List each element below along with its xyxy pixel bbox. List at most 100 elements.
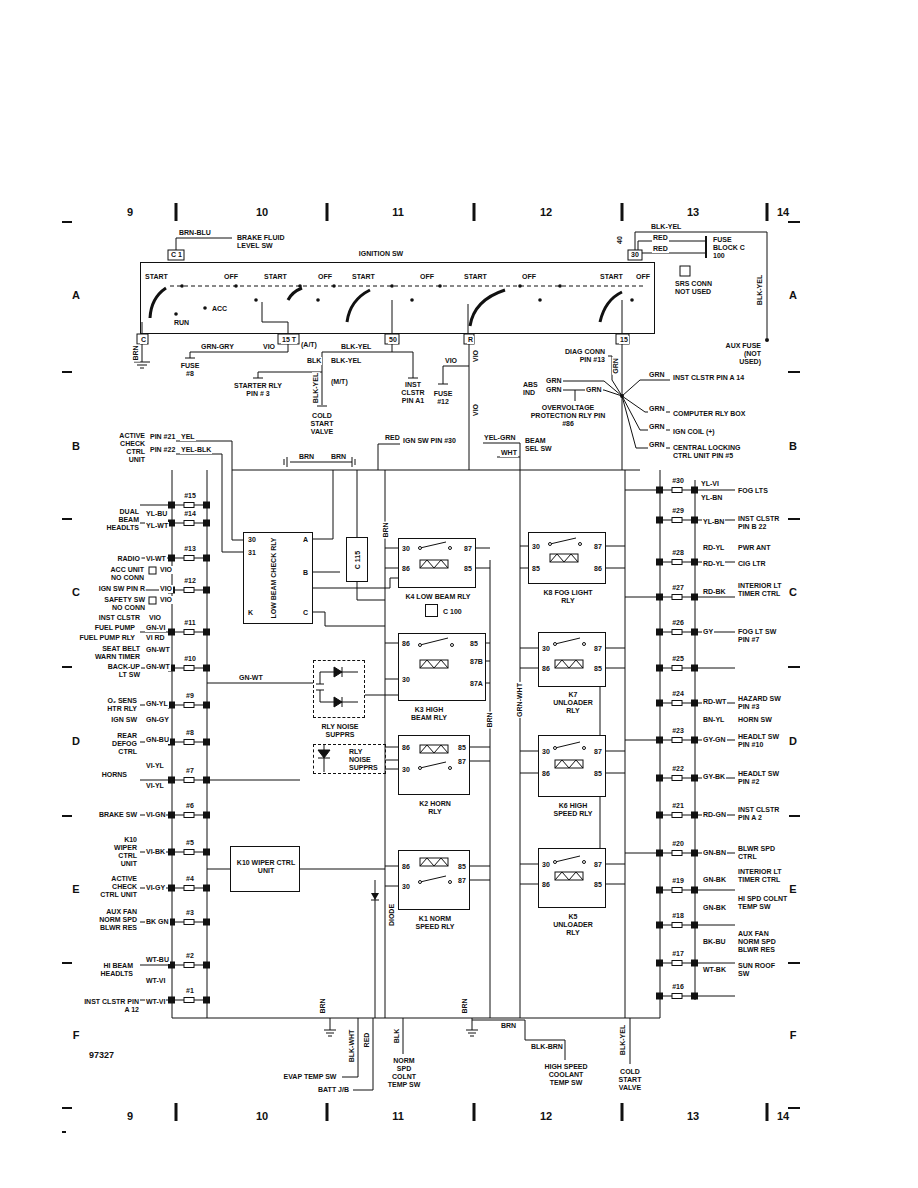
circuit-label: VIO [472, 349, 480, 363]
circuit-label: BRAKE SW [98, 811, 138, 819]
grid-reference: C [71, 586, 81, 599]
fuse-symbols [168, 487, 698, 1004]
circuit-label: RD-BK [702, 588, 727, 596]
circuit-label: VIO [472, 403, 480, 417]
circuit-label: ACC UNIT NO CONN [103, 566, 145, 582]
circuit-label: PIN #22 [149, 446, 176, 454]
circuit-label: RD-YL [702, 544, 725, 552]
circuit-label: (A/T) [300, 341, 318, 349]
pin-number: 85 [457, 744, 467, 752]
fuse-number: #2 [185, 952, 195, 960]
fuse-number: #5 [185, 839, 195, 847]
fuse-number: #23 [671, 727, 685, 735]
circuit-label: HIGH SPEED COOLANT TEMP SW [543, 1063, 590, 1087]
fuse-number: #4 [185, 875, 195, 883]
grid-ticks [176, 203, 767, 1121]
circuit-label: IGN SW [110, 716, 138, 724]
circuit-label: YL-BN [700, 494, 723, 502]
circuit-label: BRN [461, 997, 469, 1014]
grid-reference: B [71, 440, 81, 453]
circuit-label: GN-WT [238, 674, 264, 682]
circuit-label: GN-BU [145, 736, 170, 744]
circuit-label: INST CLSTR PIN A 14 [672, 374, 745, 382]
component-name: RLY NOISE SUPPRS [317, 723, 364, 739]
pin-number: 86 [541, 770, 551, 778]
pin-number: 30 [531, 543, 541, 551]
circuit-label: BLK-YEL [756, 274, 764, 306]
relay-box: K4 LOW BEAM RLY30868785 [398, 538, 476, 588]
no-conn-boxes [149, 567, 156, 604]
circuit-label: DIODE [388, 903, 396, 927]
circuit-label: FOG LT SW PIN #7 [737, 628, 789, 644]
circuit-label: VIO [262, 343, 276, 351]
circuit-label: R [467, 336, 474, 344]
circuit-label: COMPUTER RLY BOX [672, 410, 746, 418]
circuit-label: 15 T [281, 336, 297, 344]
circuit-label: BACK-UP LT SW [104, 663, 141, 679]
fuse-number: #24 [671, 690, 685, 698]
pin-number: 85 [457, 863, 467, 871]
switch-position: ACC [211, 305, 228, 313]
pin-number: 30 [401, 676, 411, 684]
circuit-label: GRN [648, 441, 666, 449]
fuse-number: #16 [671, 983, 685, 991]
circuit-label: BLWR SPD CTRL [737, 845, 784, 861]
pin-number: A [302, 536, 309, 544]
pin-number: 87 [593, 861, 603, 869]
circuit-label: FUSE #12 [430, 390, 457, 406]
switch-position: RUN [173, 319, 190, 327]
pin-number: 85 [593, 881, 603, 889]
circuit-label: BK GN [145, 918, 170, 926]
circuit-label: FUEL PUMP [94, 624, 136, 632]
grid-reference: 14 [776, 206, 790, 219]
component-name: K7 UNLOADER RLY [550, 691, 597, 715]
circuit-label: BLK-YEL [650, 223, 682, 231]
wire-connector [386, 760, 398, 761]
pin-number: 86 [541, 665, 551, 673]
circuit-label: ACTIVE CHECK CTRL UNIT [96, 875, 138, 899]
component-name: LOW BEAM CHECK RLY [270, 536, 278, 619]
circuit-label: RED [652, 245, 669, 253]
grid-reference: D [788, 735, 798, 748]
circuit-label: INTERIOR LT TIMER CTRL [737, 868, 784, 884]
circuit-label: BRN [132, 344, 140, 361]
diode-symbol [371, 893, 379, 900]
fuse-number: #27 [671, 584, 685, 592]
circuit-label: GN-BN [702, 849, 727, 857]
circuit-label: VI-GN [145, 811, 166, 819]
control-unit-box: K10 WIPER CTRL UNIT [230, 846, 300, 892]
grid-reference: 13 [686, 1110, 700, 1123]
relay-box: K7 UNLOADER RLY30868785 [538, 632, 606, 687]
component-name: K1 NORM SPEED RLY [412, 915, 459, 931]
fuse-number: #9 [185, 692, 195, 700]
circuit-label: GY-BK [702, 773, 726, 781]
pin-number: 85 [593, 665, 603, 673]
circuit-label: YEL-GRN [483, 434, 517, 442]
pin-number: 87 [593, 748, 603, 756]
pin-number: B [302, 569, 309, 577]
fuse-number: #29 [671, 507, 685, 515]
grid-reference: F [789, 1029, 798, 1042]
circuit-label: 50 [388, 336, 398, 344]
circuit-label: C [140, 336, 147, 344]
circuit-label: CENTRAL LOCKING CTRL UNIT PIN #5 [672, 444, 754, 460]
circuit-label: INST CLSTR PIN A 2 [737, 806, 789, 822]
pin-number: 87B [469, 658, 484, 666]
circuit-label: YL-BN [702, 518, 725, 526]
pin-number: 86 [401, 863, 411, 871]
circuit-label: 30 [630, 251, 640, 259]
circuit-label: BLK [393, 1028, 401, 1044]
circuit-label: STARTER RLY PIN # 3 [227, 382, 289, 398]
circuit-label: BEAM SEL SW [524, 437, 561, 453]
grid-reference: B [788, 440, 798, 453]
pin-number: 87 [463, 545, 473, 553]
circuit-label: GRN-GRY [200, 343, 235, 351]
pin-number: 87A [469, 680, 484, 688]
fuse-number: #30 [671, 477, 685, 485]
pin-number: 30 [247, 536, 257, 544]
circuit-label: INTERIOR LT TIMER CTRL [737, 582, 784, 598]
suppressor-box: RLY NOISE SUPPRS [313, 744, 386, 774]
pin-number: 86 [401, 640, 411, 648]
wire-connector [600, 687, 601, 735]
circuit-label: SAFETY SW NO CONN [99, 596, 146, 612]
